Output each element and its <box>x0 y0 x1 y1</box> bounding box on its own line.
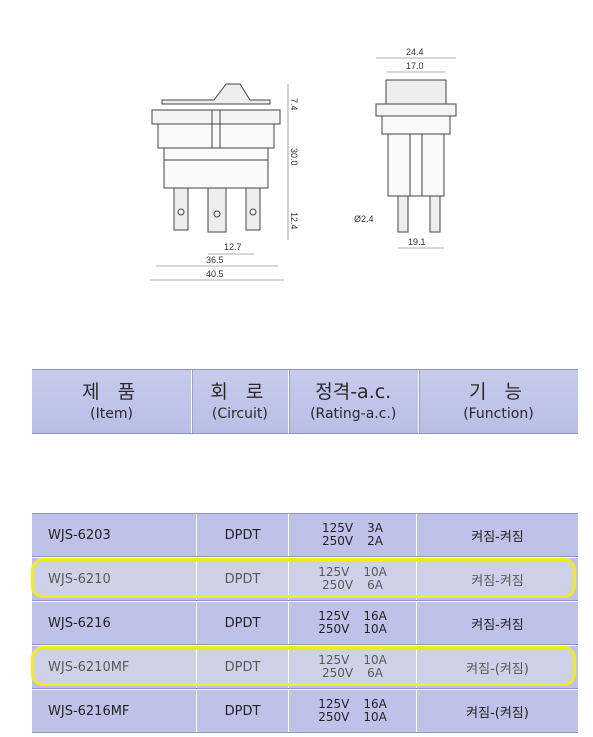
table-row: WJS-6216MF DPDT 125V 16A 250V 10A 켜짐-(켜짐) <box>32 689 578 733</box>
rating-current: 16A <box>363 609 387 623</box>
function-cell: 켜짐-켜짐 <box>471 573 524 589</box>
dim-label: 36.5 <box>206 255 224 265</box>
rating-voltage: 250V <box>318 622 350 636</box>
rating-voltage: 250V <box>322 534 354 548</box>
table-row: WJS-6203 DPDT 125V 3A 250V 2A 켜짐-켜짐 <box>32 513 578 557</box>
circuit-cell: DPDT <box>197 690 289 732</box>
circuit-cell: DPDT <box>197 602 289 644</box>
rating-cell: 125V 16A 250V 10A <box>289 602 417 644</box>
column-header-function: 기 능 (Function) <box>419 370 578 433</box>
column-header-item: 제 품 (Item) <box>32 370 193 433</box>
rating-current: 10A <box>363 622 387 636</box>
column-header-en: (Function) <box>463 405 534 422</box>
item-cell: WJS-6210 <box>32 558 197 600</box>
function-cell: 켜짐-켜짐 <box>471 617 524 633</box>
column-header-ko: 정격-a.c. <box>315 380 392 403</box>
circuit-cell: DPDT <box>197 514 289 556</box>
table-row: WJS-6210 DPDT 125V 10A 250V 6A 켜짐-켜짐 <box>32 557 578 601</box>
rating-voltage: 250V <box>322 666 354 680</box>
rating-voltage: 125V <box>322 521 354 535</box>
item-cell: WJS-6210MF <box>32 646 197 688</box>
column-header-ko: 제 품 <box>82 380 142 403</box>
rating-voltage: 250V <box>322 578 354 592</box>
rating-voltage: 125V <box>318 565 350 579</box>
item-cell: WJS-6216MF <box>32 690 197 732</box>
rating-cell: 125V 3A 250V 2A <box>289 514 417 556</box>
rating-current: 16A <box>363 697 387 711</box>
rating-voltage: 125V <box>318 609 350 623</box>
circuit-cell: DPDT <box>197 646 289 688</box>
column-header-rating: 정격-a.c. (Rating-a.c.) <box>289 370 419 433</box>
dim-label: 12.4 <box>289 212 299 230</box>
rating-voltage: 125V <box>318 697 350 711</box>
dim-label: 19.1 <box>408 237 426 247</box>
dim-label: 17.0 <box>406 61 424 71</box>
rating-current: 3A <box>367 521 383 535</box>
table-header: 제 품 (Item) 회 로 (Circuit) 정격-a.c. (Rating… <box>32 369 578 434</box>
rating-cell: 125V 10A 250V 6A <box>289 558 417 600</box>
dim-label: 30.0 <box>289 148 299 166</box>
rating-voltage: 250V <box>318 710 350 724</box>
dim-label: 12.7 <box>224 242 242 252</box>
dim-label: 7.4 <box>289 98 299 111</box>
rating-cell: 125V 16A 250V 10A <box>289 690 417 732</box>
table-row: WJS-6216 DPDT 125V 16A 250V 10A 켜짐-켜짐 <box>32 601 578 645</box>
column-header-en: (Item) <box>90 405 133 422</box>
rating-current: 10A <box>363 565 387 579</box>
function-cell: 켜짐-(켜짐) <box>466 705 529 721</box>
function-cell: 켜짐-(켜짐) <box>466 661 529 677</box>
rating-current: 2A <box>367 534 383 548</box>
dim-label: Ø2.4 <box>354 214 374 224</box>
rating-cell: 125V 10A 250V 6A <box>289 646 417 688</box>
rating-current: 10A <box>363 710 387 724</box>
rating-current: 6A <box>367 666 383 680</box>
column-header-ko: 회 로 <box>210 380 270 403</box>
item-cell: WJS-6203 <box>32 514 197 556</box>
table-row: WJS-6210MF DPDT 125V 10A 250V 6A 켜짐-(켜짐) <box>32 645 578 689</box>
technical-drawing: 7.4 30.0 12.4 12.7 36.5 40.5 24.4 17.0 Ø… <box>150 47 457 281</box>
rating-current: 10A <box>363 653 387 667</box>
rating-voltage: 125V <box>318 653 350 667</box>
side-view-drawing <box>375 57 457 249</box>
dim-label: 24.4 <box>406 47 424 57</box>
dim-label: 40.5 <box>206 269 224 279</box>
product-table: WJS-6203 DPDT 125V 3A 250V 2A 켜짐-켜짐 WJS-62… <box>32 513 578 733</box>
column-header-en: (Rating-a.c.) <box>310 405 397 422</box>
column-header-circuit: 회 로 (Circuit) <box>192 370 289 433</box>
column-header-ko: 기 능 <box>468 380 528 403</box>
rating-current: 6A <box>367 578 383 592</box>
function-cell: 켜짐-켜짐 <box>471 529 524 545</box>
item-cell: WJS-6216 <box>32 602 197 644</box>
column-header-en: (Circuit) <box>211 405 268 422</box>
circuit-cell: DPDT <box>197 558 289 600</box>
front-view-drawing <box>150 83 289 281</box>
